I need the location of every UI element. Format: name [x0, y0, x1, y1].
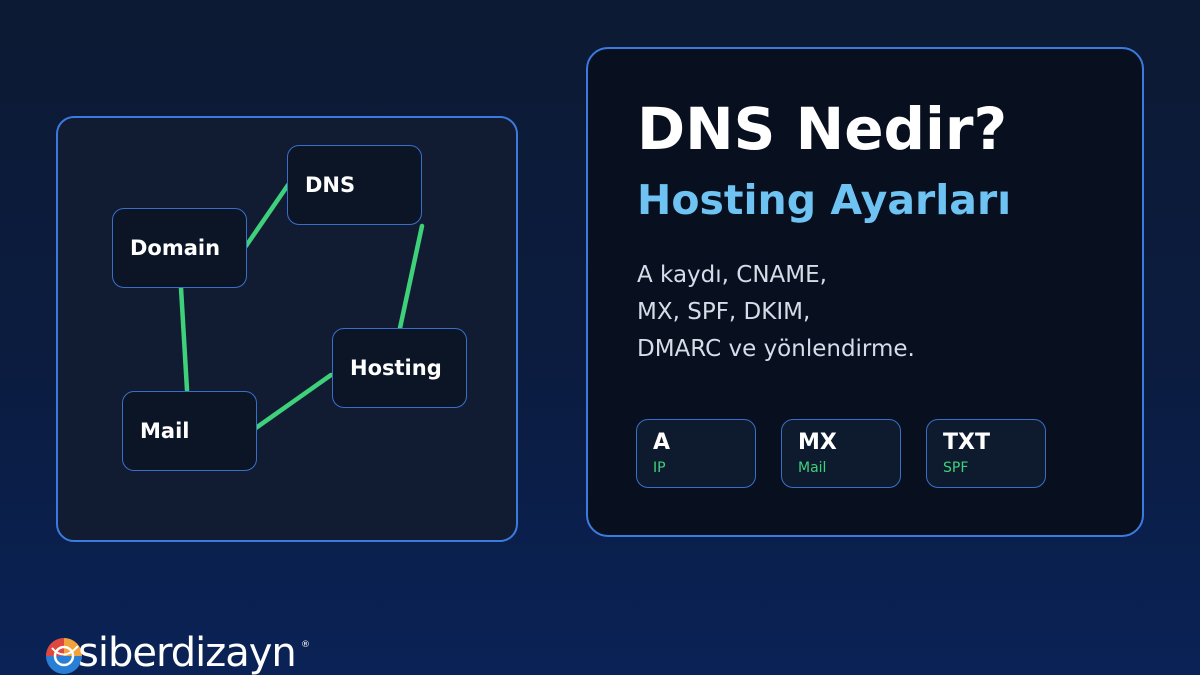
record-card-a: A IP — [636, 419, 756, 488]
brand-name: siberdizayn — [78, 632, 297, 675]
record-desc: Mail — [798, 460, 827, 476]
node-mail: Mail — [122, 391, 257, 471]
description-line: MX, SPF, DKIM, — [637, 299, 811, 325]
node-hosting: Hosting — [332, 328, 467, 408]
node-dns: DNS — [287, 145, 422, 225]
registered-mark: ® — [301, 640, 310, 650]
record-type: MX — [798, 430, 837, 455]
info-panel: DNS Nedir? Hosting Ayarları A kaydı, CNA… — [586, 47, 1144, 537]
brand-logo: siberdizayn ® — [44, 632, 314, 675]
record-type: TXT — [943, 430, 990, 455]
diagram-panel: DNS Domain Hosting Mail — [56, 116, 518, 542]
page-subtitle: Hosting Ayarları — [637, 176, 1012, 224]
globe-logo-icon — [46, 638, 82, 674]
node-domain: Domain — [112, 208, 247, 288]
edge-domain-dns — [243, 182, 291, 249]
edge-dns-hosting — [397, 223, 425, 331]
edge-mail-hosting — [250, 372, 334, 433]
diagram-edges — [178, 182, 425, 433]
edge-domain-mail — [178, 285, 190, 393]
description: A kaydı, CNAME, MX, SPF, DKIM, DMARC ve … — [637, 257, 915, 368]
record-desc: SPF — [943, 460, 969, 476]
page-title: DNS Nedir? — [637, 95, 1008, 163]
record-desc: IP — [653, 460, 666, 476]
record-type: A — [653, 430, 671, 455]
record-card-txt: TXT SPF — [926, 419, 1046, 488]
description-line: A kaydı, CNAME, — [637, 262, 827, 288]
description-line: DMARC ve yönlendirme. — [637, 336, 915, 362]
record-card-mx: MX Mail — [781, 419, 901, 488]
